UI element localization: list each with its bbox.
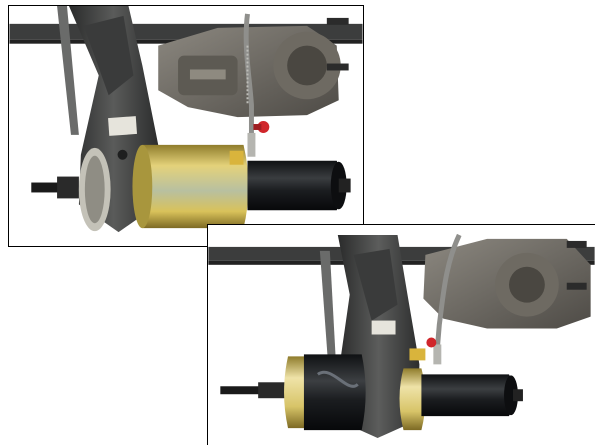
photo-panel-bottom: [207, 224, 595, 445]
press-tool: [220, 348, 523, 431]
photo-bottom-illustration: [208, 233, 595, 439]
photo-panel-top: [8, 5, 364, 247]
brake-hose: [426, 233, 462, 365]
arm-label-sticker: [108, 116, 138, 136]
brake-assembly: [423, 238, 591, 329]
arm-label-sticker: [371, 320, 396, 335]
press-tool: [31, 144, 351, 232]
red-valve: [426, 337, 437, 348]
photo-top-illustration: [9, 6, 363, 233]
brake-hose: [243, 13, 270, 157]
